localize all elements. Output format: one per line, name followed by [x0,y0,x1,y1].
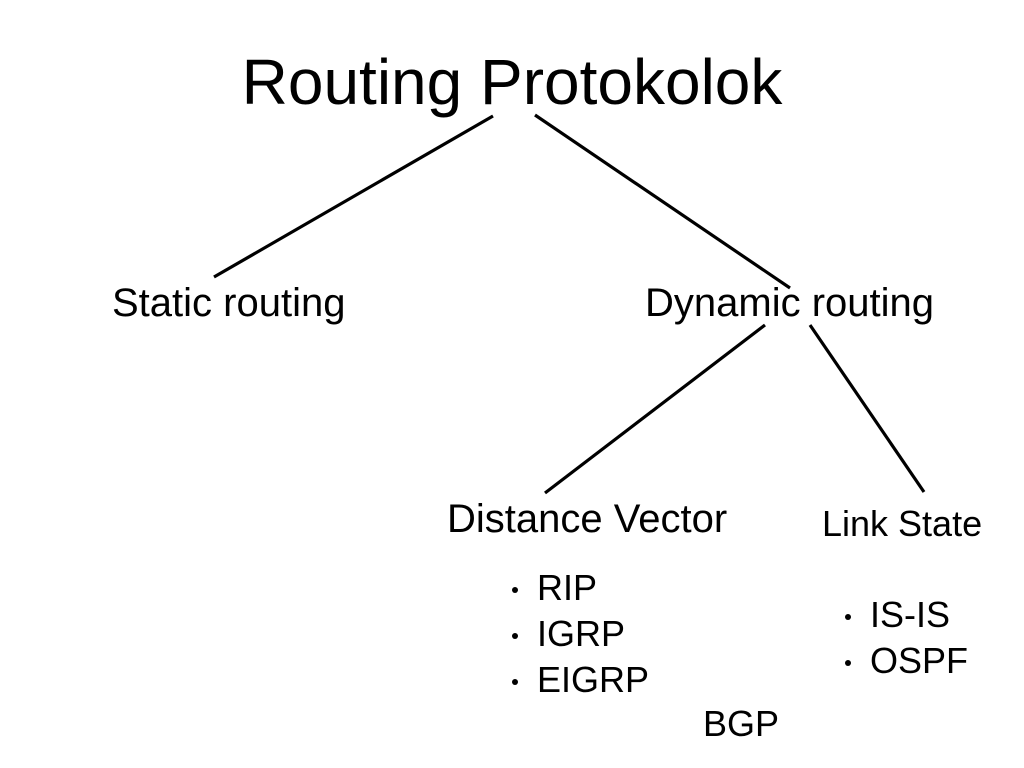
list-item: EIGRP [512,657,649,703]
list-item-label: EIGRP [537,659,650,700]
node-link-state: Link State [822,503,983,544]
node-distance-vector: Distance Vector [447,497,728,541]
node-dynamic-routing: Dynamic routing [645,281,935,325]
connector-dynamic-to-distance-vector [544,323,766,495]
node-bgp: BGP [703,703,780,744]
list-item-label: IGRP [537,613,626,654]
bullet-dot-icon [512,679,518,685]
page-title: Routing Protokolok [241,46,783,118]
bullet-dot-icon [512,587,518,593]
bullet-dot-icon [512,633,518,639]
list-item-label: RIP [537,567,598,608]
distance-vector-protocol-list: RIP IGRP EIGRP [512,565,649,703]
bullet-dot-icon [845,614,851,620]
list-item-label: IS-IS [870,594,951,635]
list-item: OSPF [845,638,968,684]
list-item: RIP [512,565,649,611]
bullet-dot-icon [845,660,851,666]
list-item: IS-IS [845,592,968,638]
connector-root-to-dynamic [534,113,791,290]
list-item: IGRP [512,611,649,657]
link-state-protocol-list: IS-IS OSPF [845,592,968,684]
list-item-label: OSPF [870,640,969,681]
connector-dynamic-to-link-state [808,324,926,493]
node-static-routing: Static routing [112,281,346,325]
connector-root-to-static [213,114,494,279]
